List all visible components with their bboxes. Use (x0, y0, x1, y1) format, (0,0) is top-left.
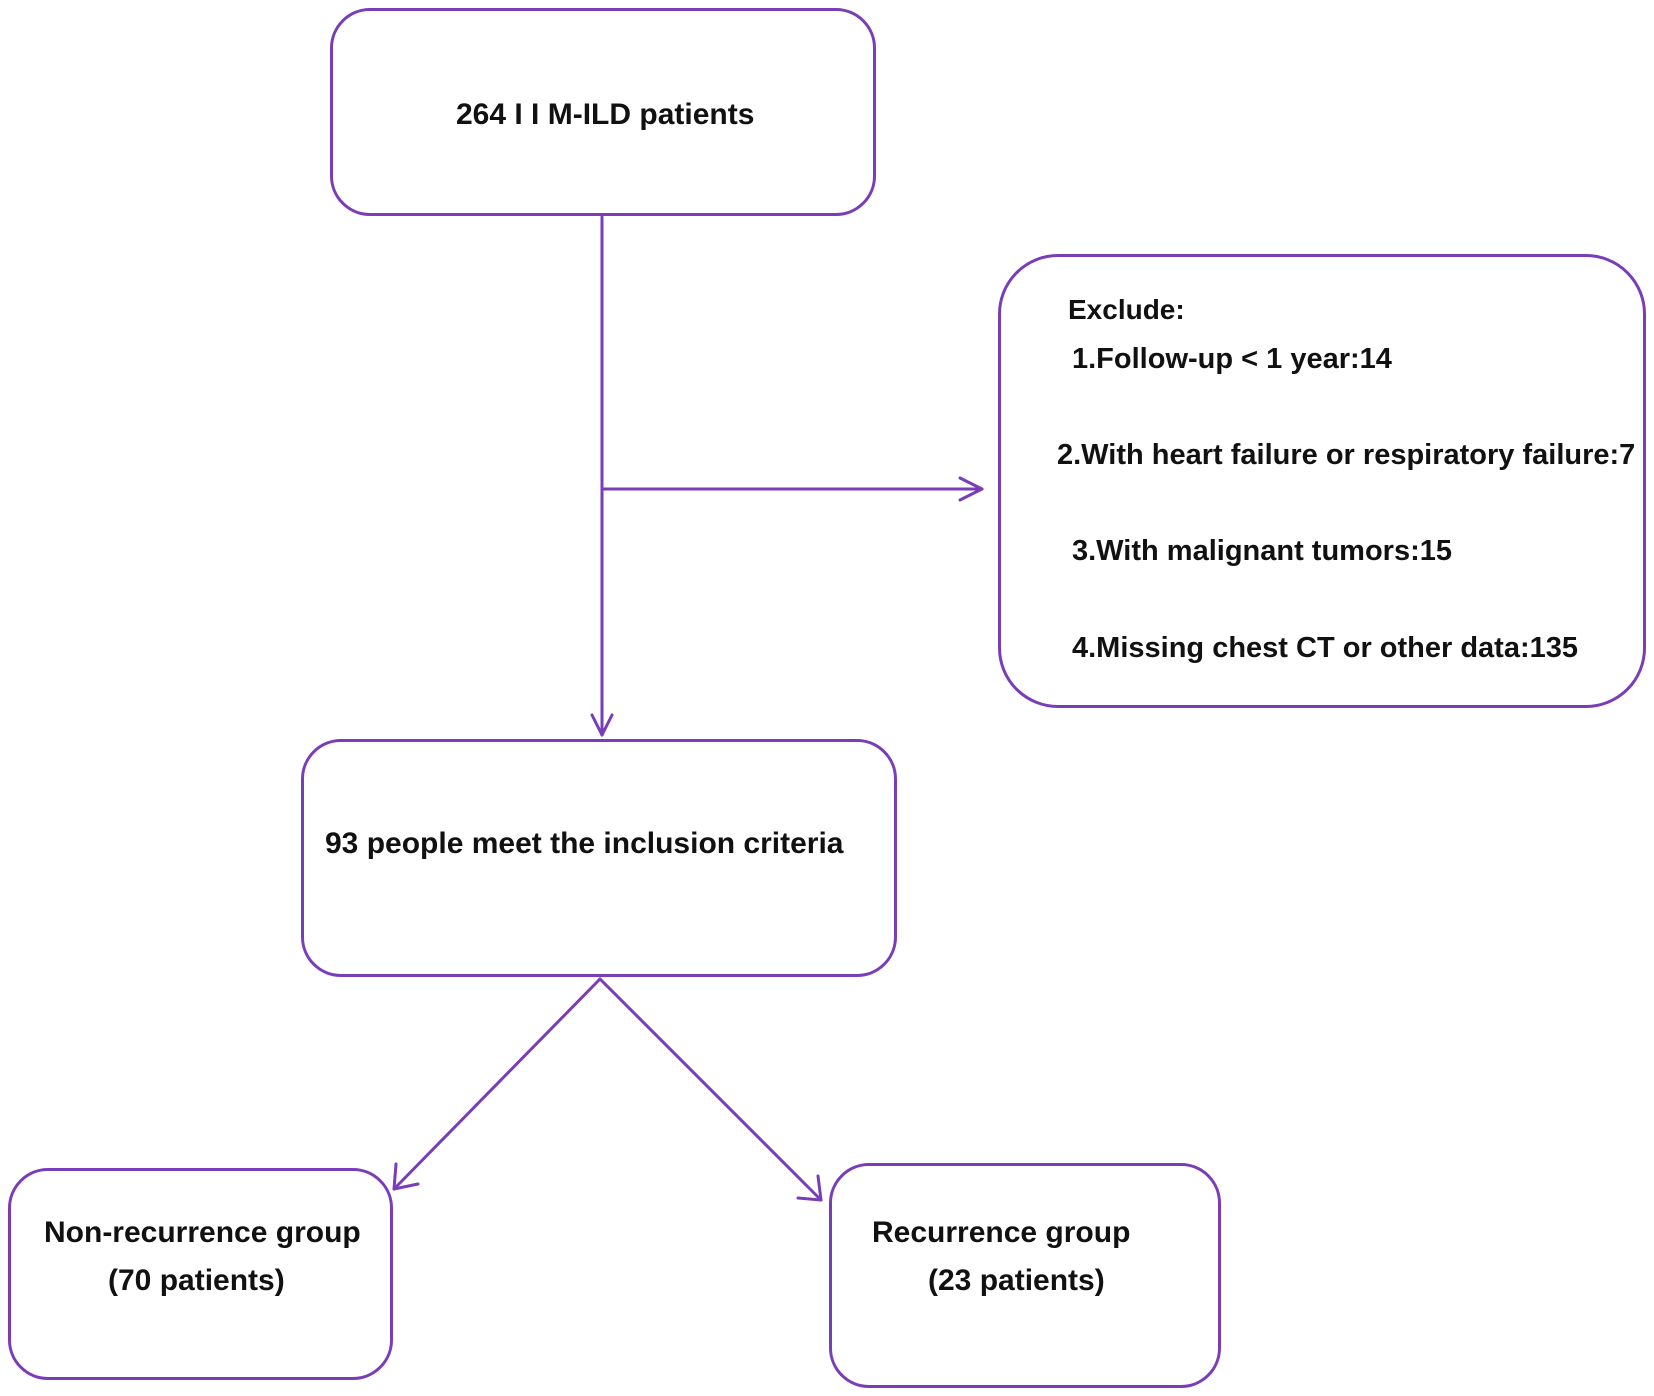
arrowhead-non-recurrence (392, 1162, 420, 1191)
non-recurrence-count: (70 patients) (108, 1264, 285, 1297)
exclusion-item: 1.Follow-up < 1 year:14 (1072, 343, 1392, 375)
exclusion-item: 4.Missing chest CT or other data:135 (1072, 632, 1579, 664)
edge-included-to-recurrence (598, 977, 823, 1202)
edge-included-to-non-recurrence (392, 977, 602, 1191)
exclusion-heading: Exclude: (1068, 294, 1185, 325)
exclusion-item: 2.With heart failure or respiratory fail… (1057, 439, 1636, 471)
arrowhead-recurrence (796, 1174, 823, 1202)
exclusion-box (998, 254, 1646, 708)
exclusion-item: 3.With malignant tumors:15 (1072, 535, 1453, 567)
non-recurrence-label: Non-recurrence group (44, 1216, 361, 1249)
total-patients-label: 264 I I M-ILD patients (456, 98, 755, 131)
recurrence-count: (23 patients) (928, 1264, 1105, 1297)
non-recurrence-box (8, 1168, 393, 1380)
recurrence-box (829, 1163, 1221, 1388)
arrowhead-exclude (958, 476, 984, 502)
arrowhead-included (590, 713, 614, 737)
inclusion-label: 93 people meet the inclusion criteria (325, 827, 844, 860)
recurrence-label: Recurrence group (872, 1216, 1131, 1249)
inclusion-box (301, 739, 897, 977)
total-patients-box (330, 8, 876, 216)
